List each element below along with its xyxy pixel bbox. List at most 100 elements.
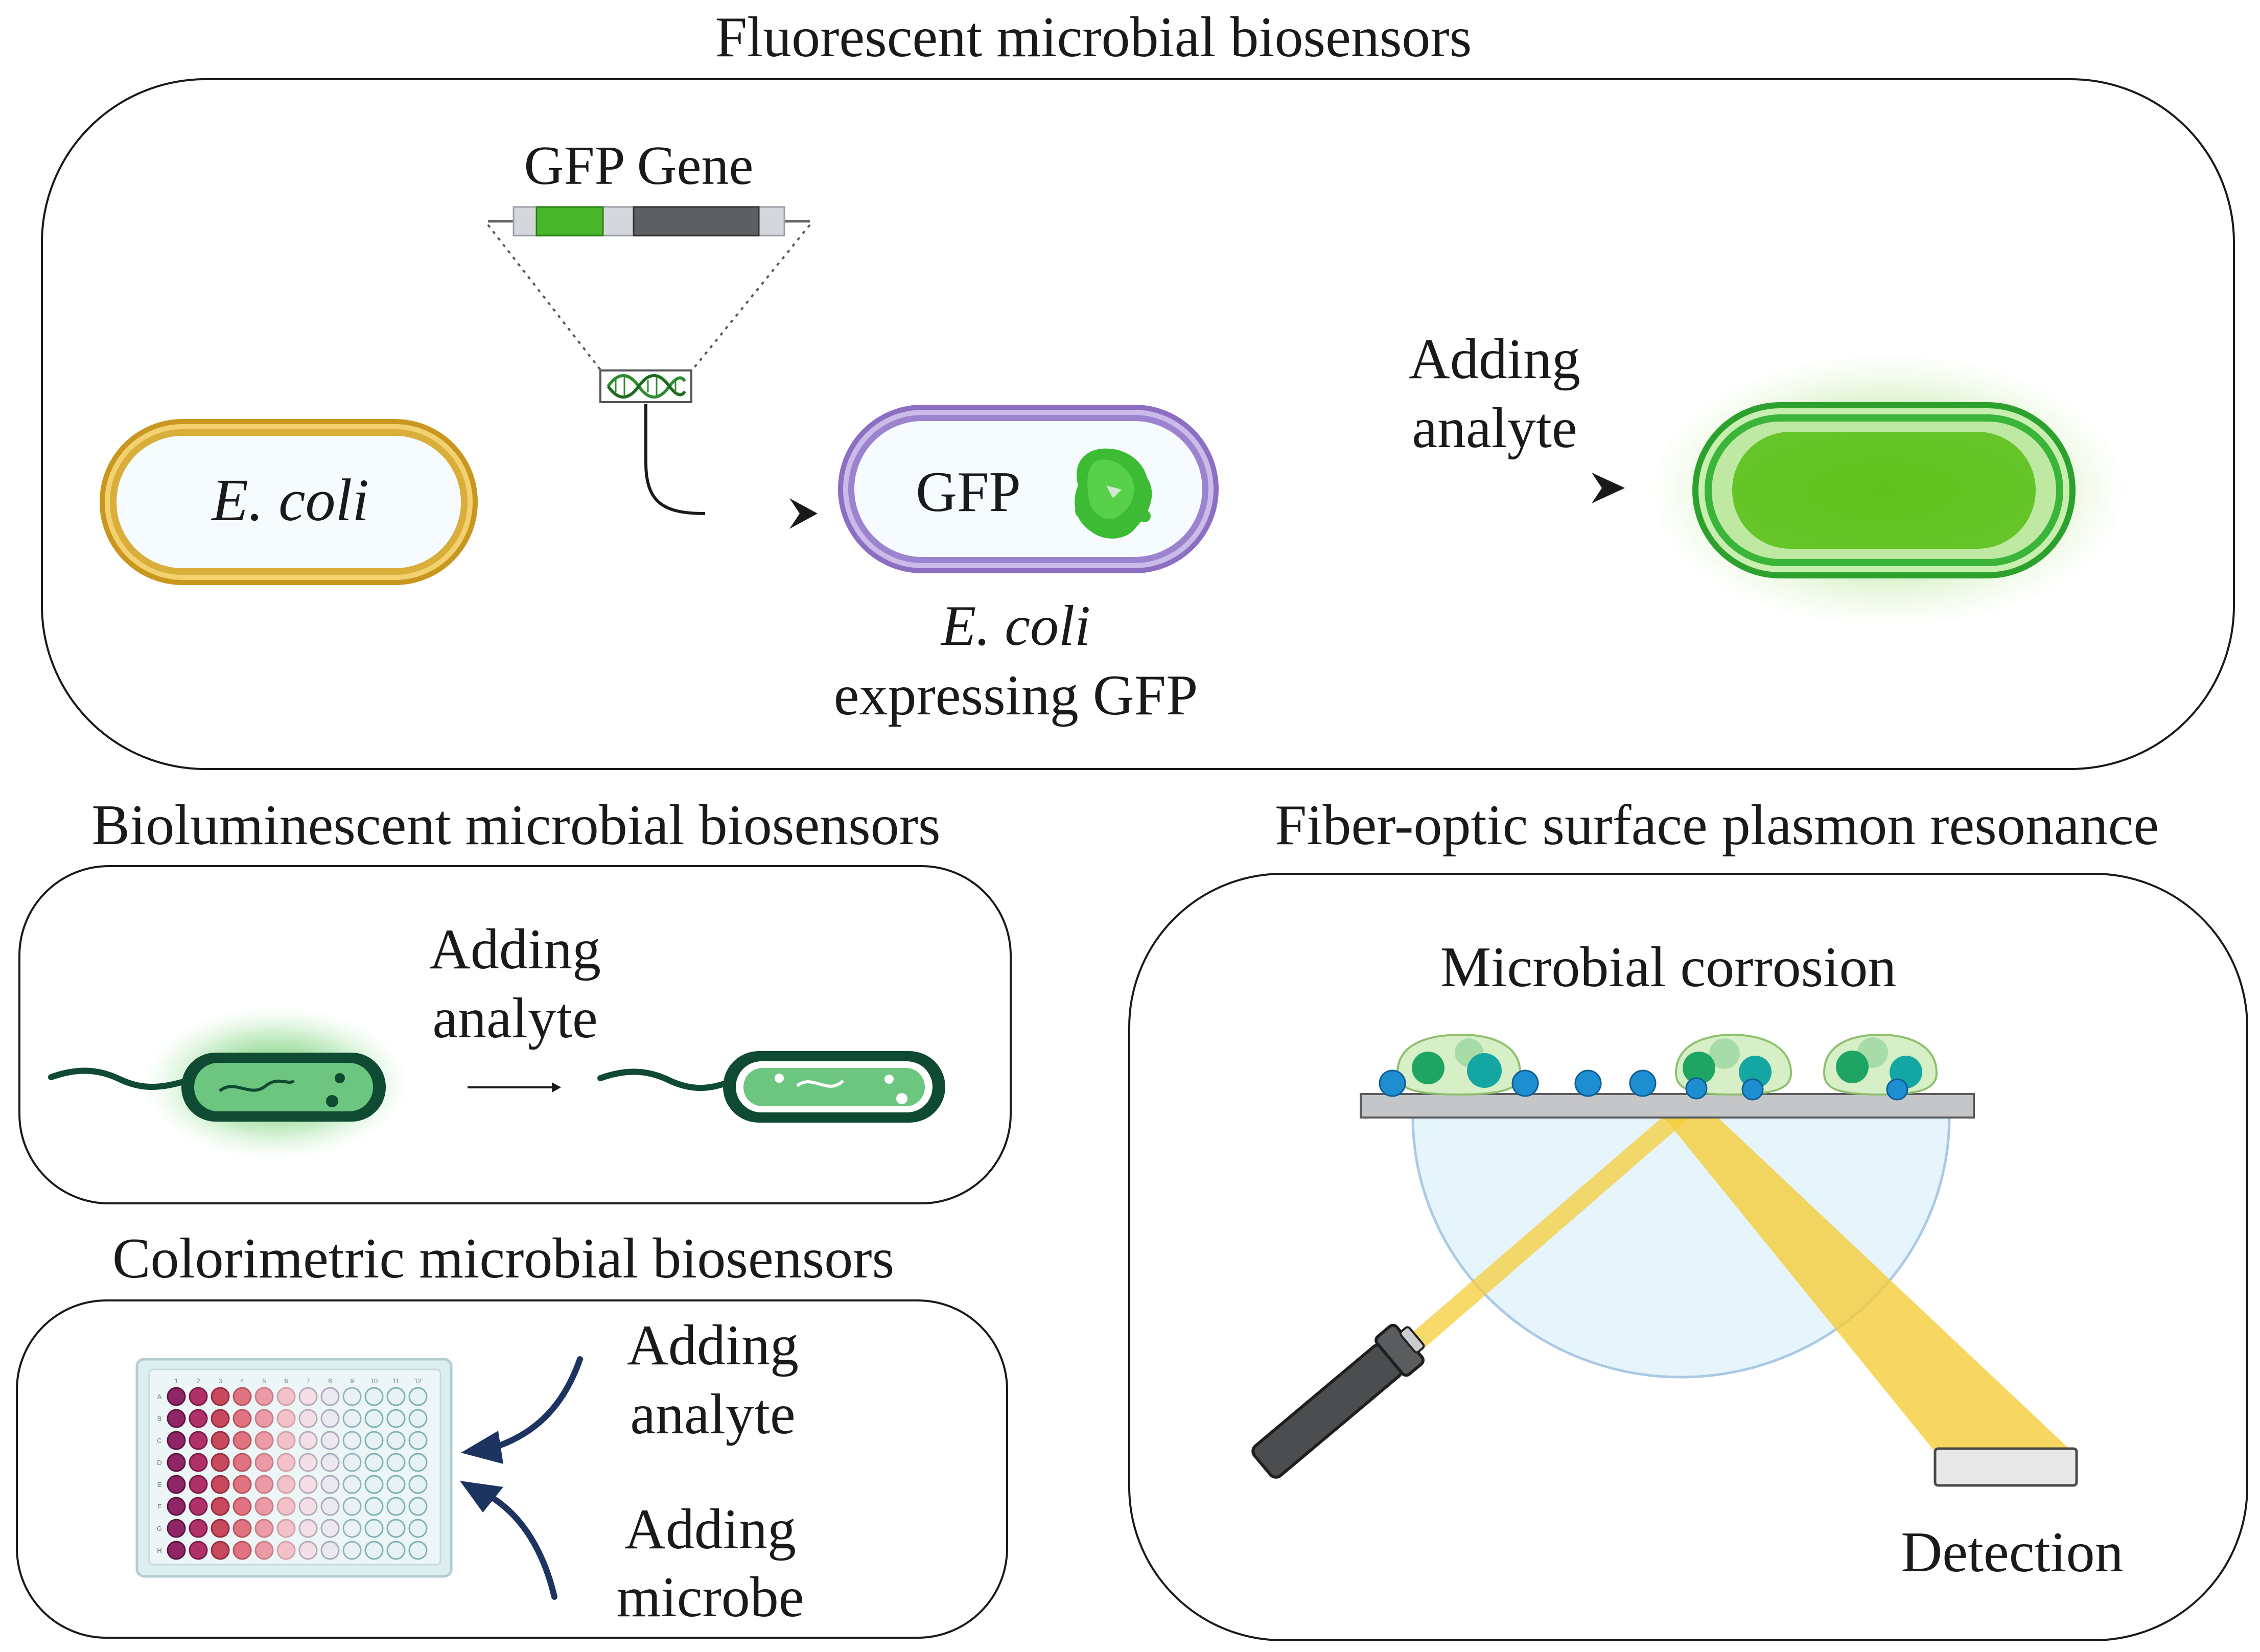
plate-well (254, 1431, 274, 1450)
plate-well (232, 1453, 252, 1472)
plate-well (386, 1409, 406, 1428)
plate-well (211, 1541, 230, 1560)
plate-column-label: 11 (392, 1377, 400, 1385)
plate-well (167, 1497, 186, 1516)
plate-row-label: B (157, 1415, 162, 1423)
plate-well (342, 1519, 362, 1538)
plate-well (320, 1431, 340, 1450)
plate-well (167, 1431, 186, 1450)
plate-well (276, 1541, 296, 1560)
ecoli-cell (100, 419, 478, 585)
plate-well (298, 1519, 318, 1538)
plate-well (386, 1475, 406, 1494)
spr-subtitle: Microbial corrosion (1440, 936, 1897, 999)
detector (1933, 1447, 2078, 1487)
plate-well (364, 1431, 384, 1450)
plate-well (211, 1453, 230, 1472)
plate-well (167, 1409, 186, 1428)
plate-well (342, 1431, 362, 1450)
plate-well (320, 1387, 340, 1406)
plate-well (320, 1453, 340, 1472)
plate-well (167, 1475, 186, 1494)
plate-well (254, 1497, 274, 1516)
plate-well (211, 1519, 230, 1538)
plate-well (342, 1497, 362, 1516)
plate-column-label: 1 (174, 1377, 178, 1385)
colorimetric-analyte-line2: analyte (630, 1383, 795, 1446)
plate-well (386, 1519, 406, 1538)
plate-well (342, 1453, 362, 1472)
sensor-substrate (1360, 1093, 1975, 1119)
plate-well (386, 1453, 406, 1472)
plate-well (408, 1453, 428, 1472)
plate-column-label: 6 (284, 1377, 288, 1385)
plate-well (364, 1387, 384, 1406)
plate-row-label: A (157, 1393, 162, 1401)
bioluminescent-title: Bioluminescent microbial biosensors (91, 794, 940, 857)
plate-column-label: 2 (196, 1377, 200, 1385)
microbe-cluster (1396, 1033, 1522, 1096)
plate-column-label: 3 (218, 1377, 222, 1385)
plate-well (386, 1387, 406, 1406)
surface-microbes (1379, 1033, 1938, 1101)
plate-well (254, 1453, 274, 1472)
gfp-expressing-cell (838, 405, 1219, 573)
plate-well (189, 1387, 208, 1406)
plate-well (298, 1453, 318, 1472)
plate-column-label: 5 (262, 1377, 266, 1385)
plate-row-label: C (157, 1437, 161, 1445)
plate-well (342, 1475, 362, 1494)
plate-well (189, 1409, 208, 1428)
plate-well (254, 1387, 274, 1406)
gfp-gene-label: GFP Gene (524, 135, 754, 196)
plate-well (298, 1541, 318, 1560)
plate-well (408, 1519, 428, 1538)
plate-well (320, 1541, 340, 1560)
plate-well (232, 1497, 252, 1516)
plate-well (254, 1519, 274, 1538)
plate-well (342, 1387, 362, 1406)
gfp-cell-label: GFP (916, 460, 1020, 524)
dna-helix-icon (599, 369, 692, 403)
plate-well (189, 1497, 208, 1516)
bioluminescent-adding-line1: Adding (429, 918, 601, 981)
plate-well (298, 1475, 318, 1494)
plate-row-label: E (157, 1481, 162, 1488)
plate-well (386, 1541, 406, 1560)
plate-well (232, 1519, 252, 1538)
fluorescing-cell (1648, 353, 2128, 629)
fluorescent-panel (41, 78, 2235, 770)
non-glowing-bacterium (597, 1051, 945, 1123)
plate-well (320, 1475, 340, 1494)
plate-well (167, 1519, 186, 1538)
plate-well (232, 1387, 252, 1406)
plate-well (408, 1387, 428, 1406)
plate-column-label: 7 (306, 1377, 310, 1385)
plate-well (232, 1431, 252, 1450)
plate-well (298, 1431, 318, 1450)
plate-row-label: G (157, 1525, 162, 1532)
plate-well (189, 1541, 208, 1560)
plate-well (189, 1431, 208, 1450)
plate-well (364, 1497, 384, 1516)
plate-well (386, 1431, 406, 1450)
plate-well (211, 1409, 230, 1428)
plate-well (232, 1541, 252, 1560)
caption-ecoli: E. coli (940, 594, 1090, 658)
plate-well (298, 1497, 318, 1516)
analyte-curved-arrow (461, 1356, 583, 1464)
plate-well (342, 1541, 362, 1560)
colorimetric-analyte-line1: Adding (627, 1314, 799, 1377)
plate-well (276, 1387, 296, 1406)
plate-well (232, 1475, 252, 1494)
plate-well (364, 1541, 384, 1560)
ecoli-cell-label: E. coli (211, 467, 369, 533)
plate-well (408, 1431, 428, 1450)
colorimetric-microbe-line1: Adding (624, 1498, 796, 1561)
microbe-curved-arrow (460, 1481, 557, 1600)
plate-well (189, 1519, 208, 1538)
plate-column-label: 12 (414, 1377, 422, 1385)
plate-well (167, 1387, 186, 1406)
bioluminescent-adding-line2: analyte (432, 987, 597, 1050)
